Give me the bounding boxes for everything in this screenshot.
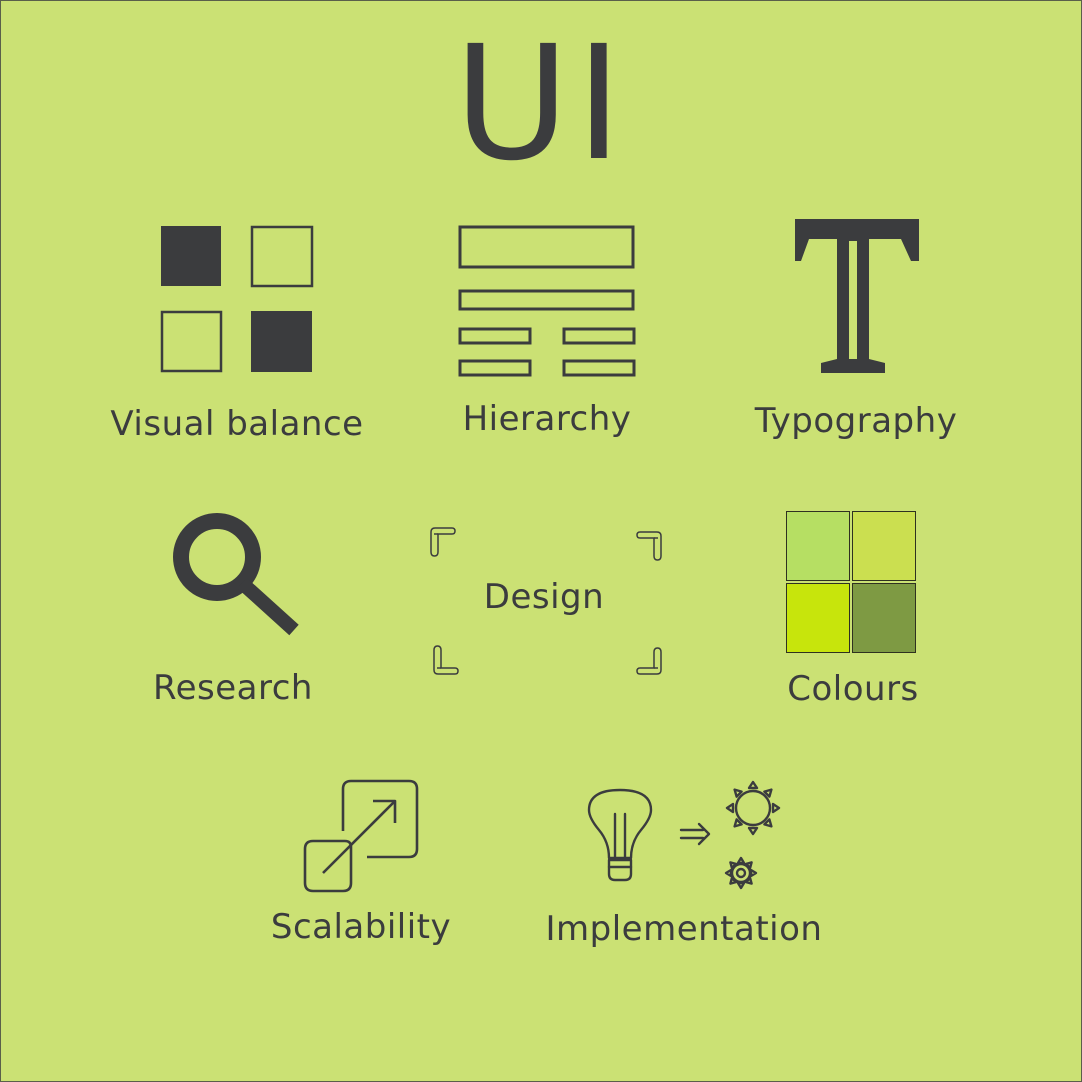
frame-corners-icon — [430, 527, 662, 675]
label-research: Research — [153, 668, 313, 708]
lightbulb-gears-icon — [587, 780, 781, 890]
diagram-title: UI — [453, 12, 629, 196]
colour-swatch — [786, 583, 850, 653]
layout-bars-icon — [458, 225, 636, 377]
label-implementation: Implementation — [545, 909, 823, 949]
label-visual-balance: Visual balance — [110, 404, 364, 444]
colour-palette-icon — [786, 511, 918, 656]
colour-swatch — [852, 583, 916, 653]
label-hierarchy: Hierarchy — [462, 399, 632, 439]
label-scalability: Scalability — [270, 907, 452, 947]
grid-squares-icon — [160, 225, 314, 373]
scale-arrow-icon — [303, 779, 419, 893]
label-design: Design — [483, 577, 605, 617]
letter-t-icon — [795, 219, 919, 373]
colour-swatch — [786, 511, 850, 581]
label-typography: Typography — [754, 401, 958, 441]
label-colours: Colours — [787, 669, 919, 709]
colour-swatch — [852, 511, 916, 581]
magnifier-icon — [173, 513, 299, 636]
